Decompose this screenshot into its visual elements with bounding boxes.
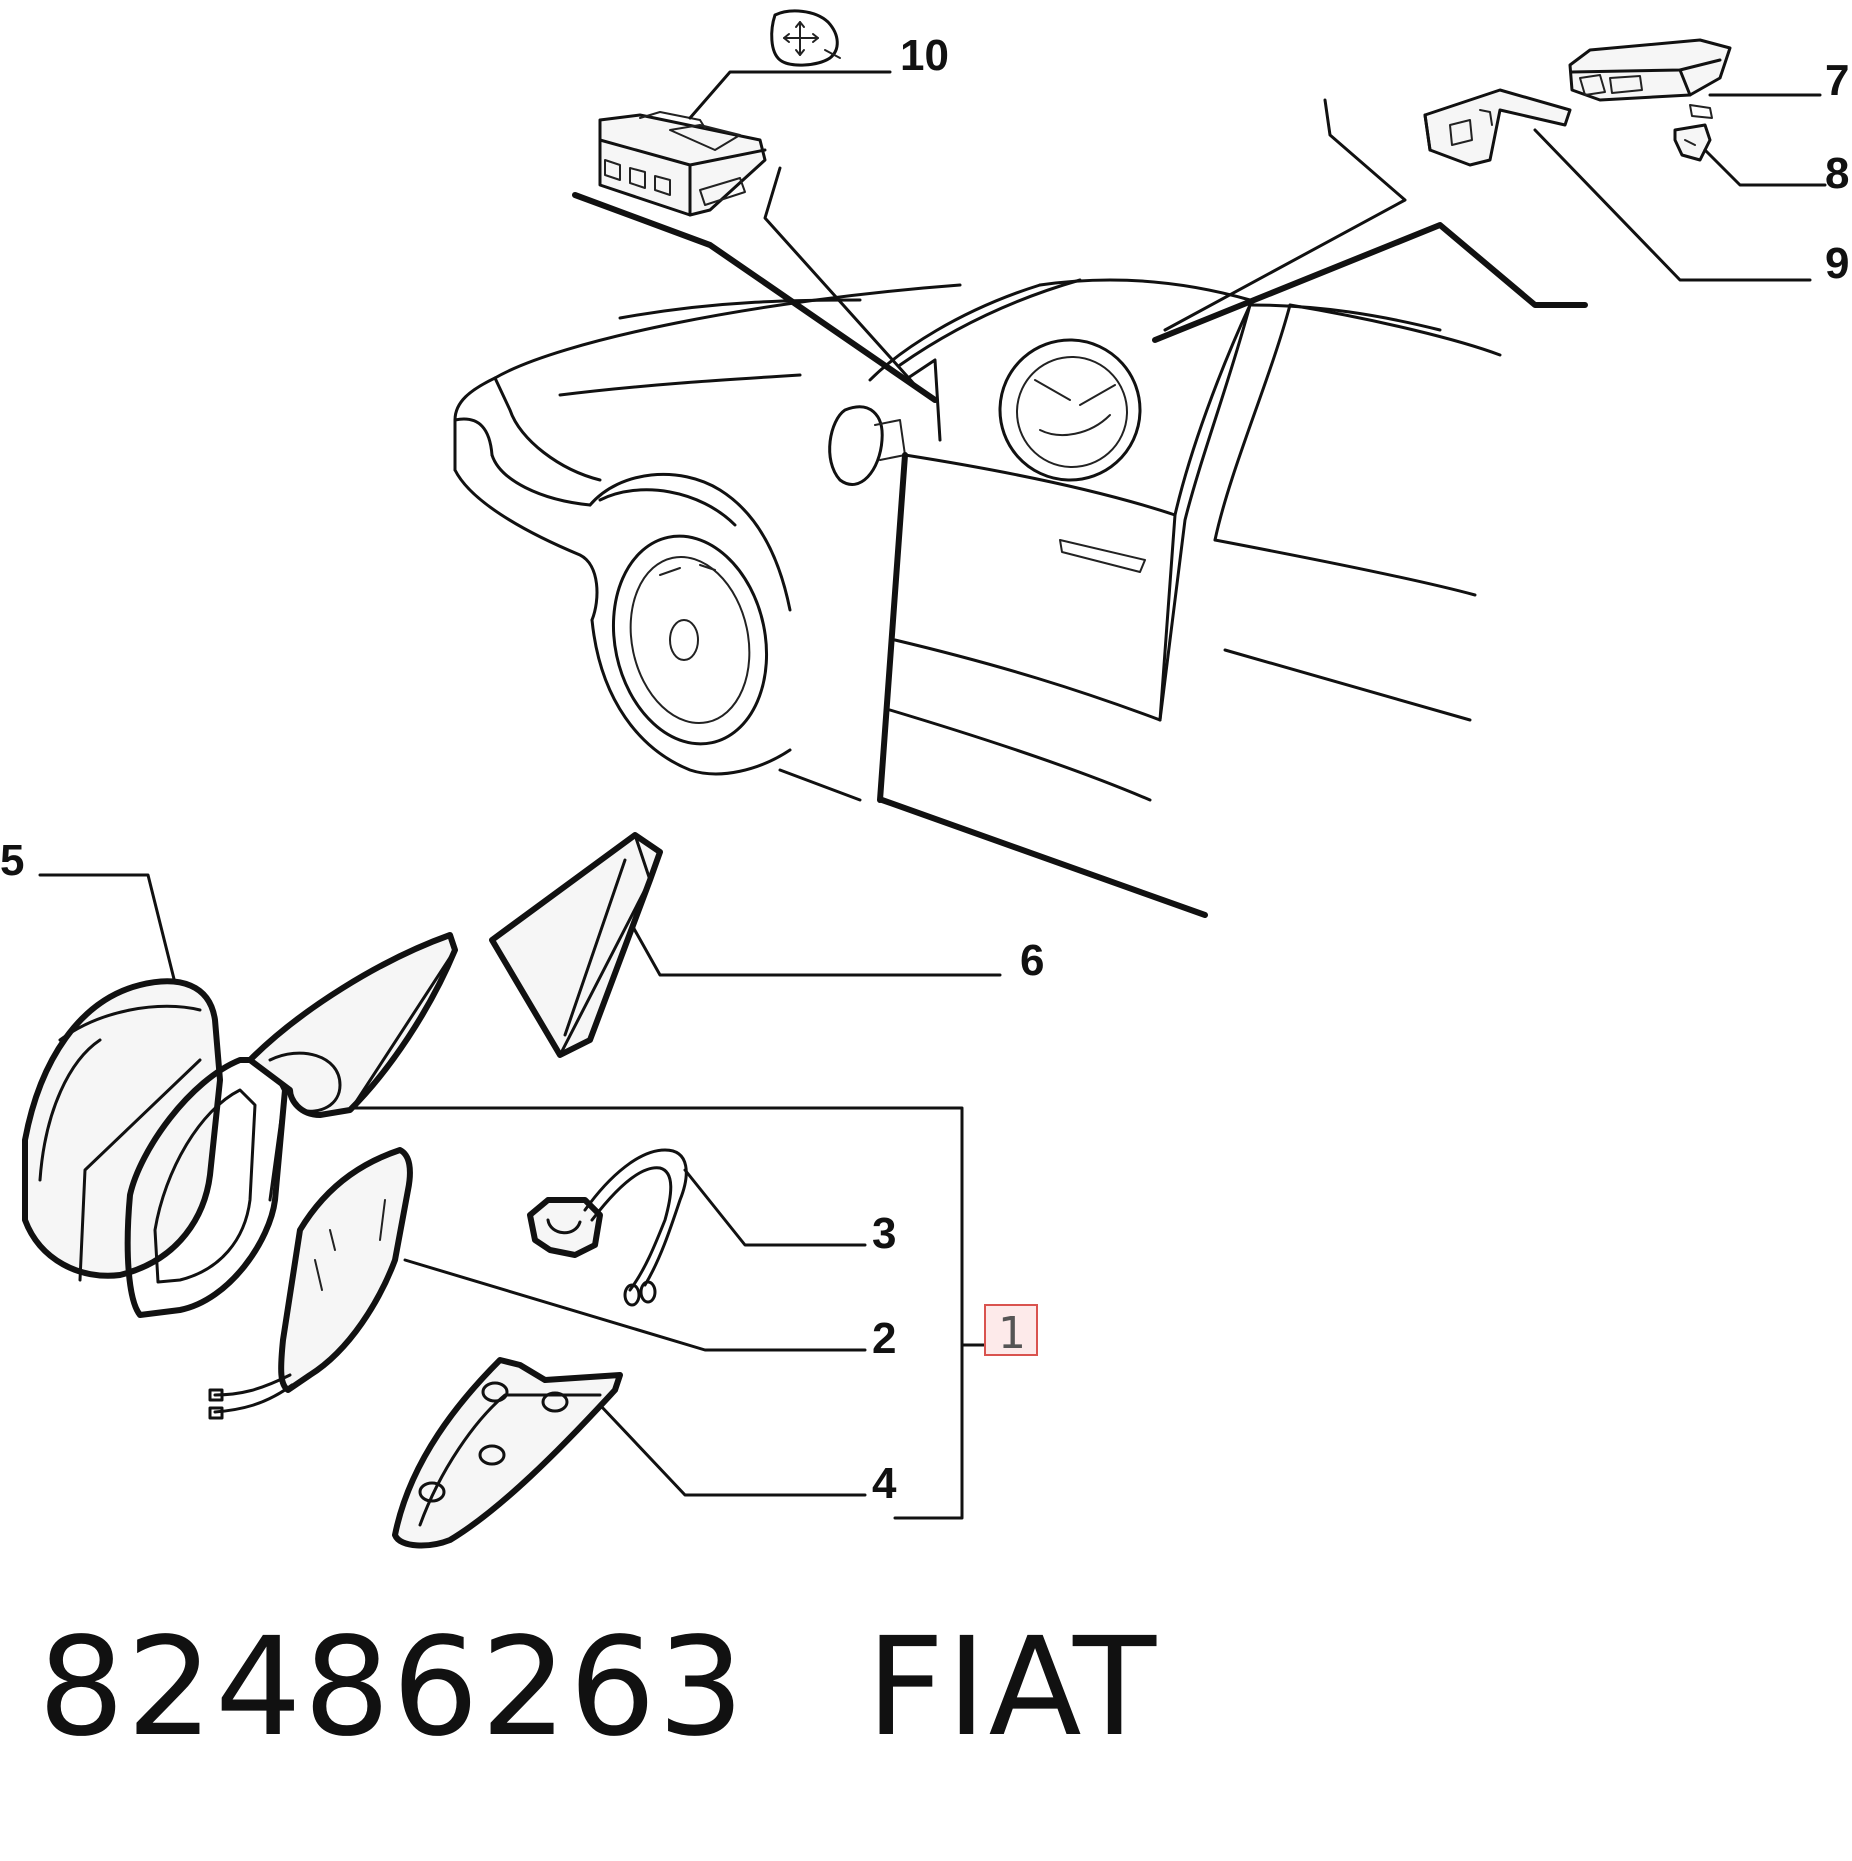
callout-8: 8 bbox=[1825, 149, 1849, 198]
mirror-base-gasket-part bbox=[392, 1357, 623, 1549]
mirror-housing-part bbox=[22, 978, 223, 1282]
callout-2: 2 bbox=[872, 1314, 896, 1363]
triangle-cover-part bbox=[489, 832, 663, 1058]
callout-6: 6 bbox=[1020, 936, 1044, 985]
callout-10: 10 bbox=[900, 31, 949, 80]
callout-7: 7 bbox=[1825, 56, 1849, 105]
mirror-glass-part bbox=[208, 1147, 413, 1420]
callout-9: 9 bbox=[1825, 239, 1849, 288]
callout-5: 5 bbox=[0, 836, 24, 885]
callout-1-highlight-box bbox=[984, 1304, 1038, 1356]
callout-3: 3 bbox=[872, 1209, 896, 1258]
brand-name: FIAT bbox=[866, 1609, 1159, 1767]
car-body-illustration bbox=[453, 278, 1502, 918]
callout-1: 1 bbox=[998, 1308, 1026, 1359]
callout-4: 4 bbox=[872, 1459, 897, 1508]
callout-labels: 10 7 8 9 5 6 3 2 4 1 bbox=[0, 31, 1849, 1508]
part-number: 82486263 bbox=[38, 1609, 747, 1767]
mirror-switch-part bbox=[598, 9, 841, 217]
control-unit-parts bbox=[1423, 38, 1732, 167]
mirror-motor-part bbox=[527, 1148, 688, 1307]
mirror-base-frame-part bbox=[124, 932, 458, 1318]
leader-lines bbox=[38, 70, 1827, 1520]
joystick-symbol-icon bbox=[770, 9, 839, 67]
